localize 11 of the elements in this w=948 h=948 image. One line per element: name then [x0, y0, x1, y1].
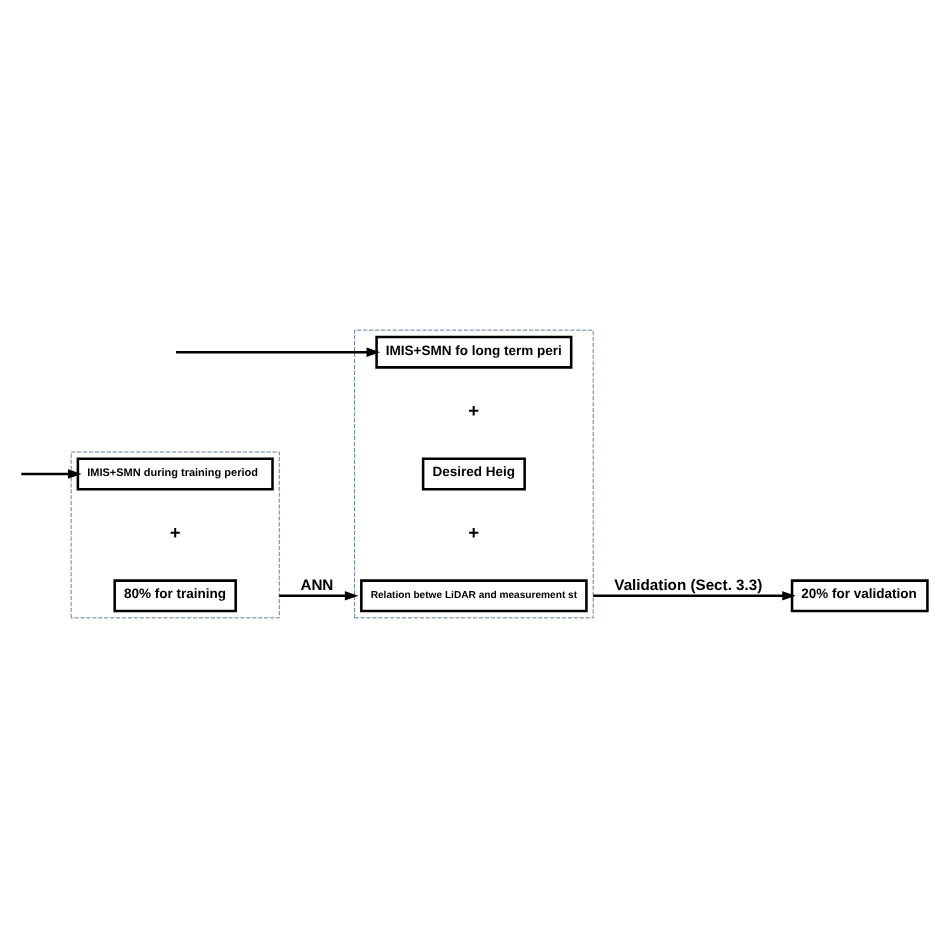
cluster: [354, 329, 594, 619]
edge-label: ANN: [300, 576, 334, 595]
arrow: [593, 591, 796, 601]
arrow: [279, 591, 359, 601]
edge-label: Validation (Sect. 3.3): [614, 576, 763, 595]
arrow: [21, 469, 82, 479]
label: +: [468, 400, 480, 421]
arrow: [176, 347, 381, 357]
cluster: [70, 451, 280, 619]
label: +: [468, 522, 480, 543]
label: +: [169, 522, 181, 543]
